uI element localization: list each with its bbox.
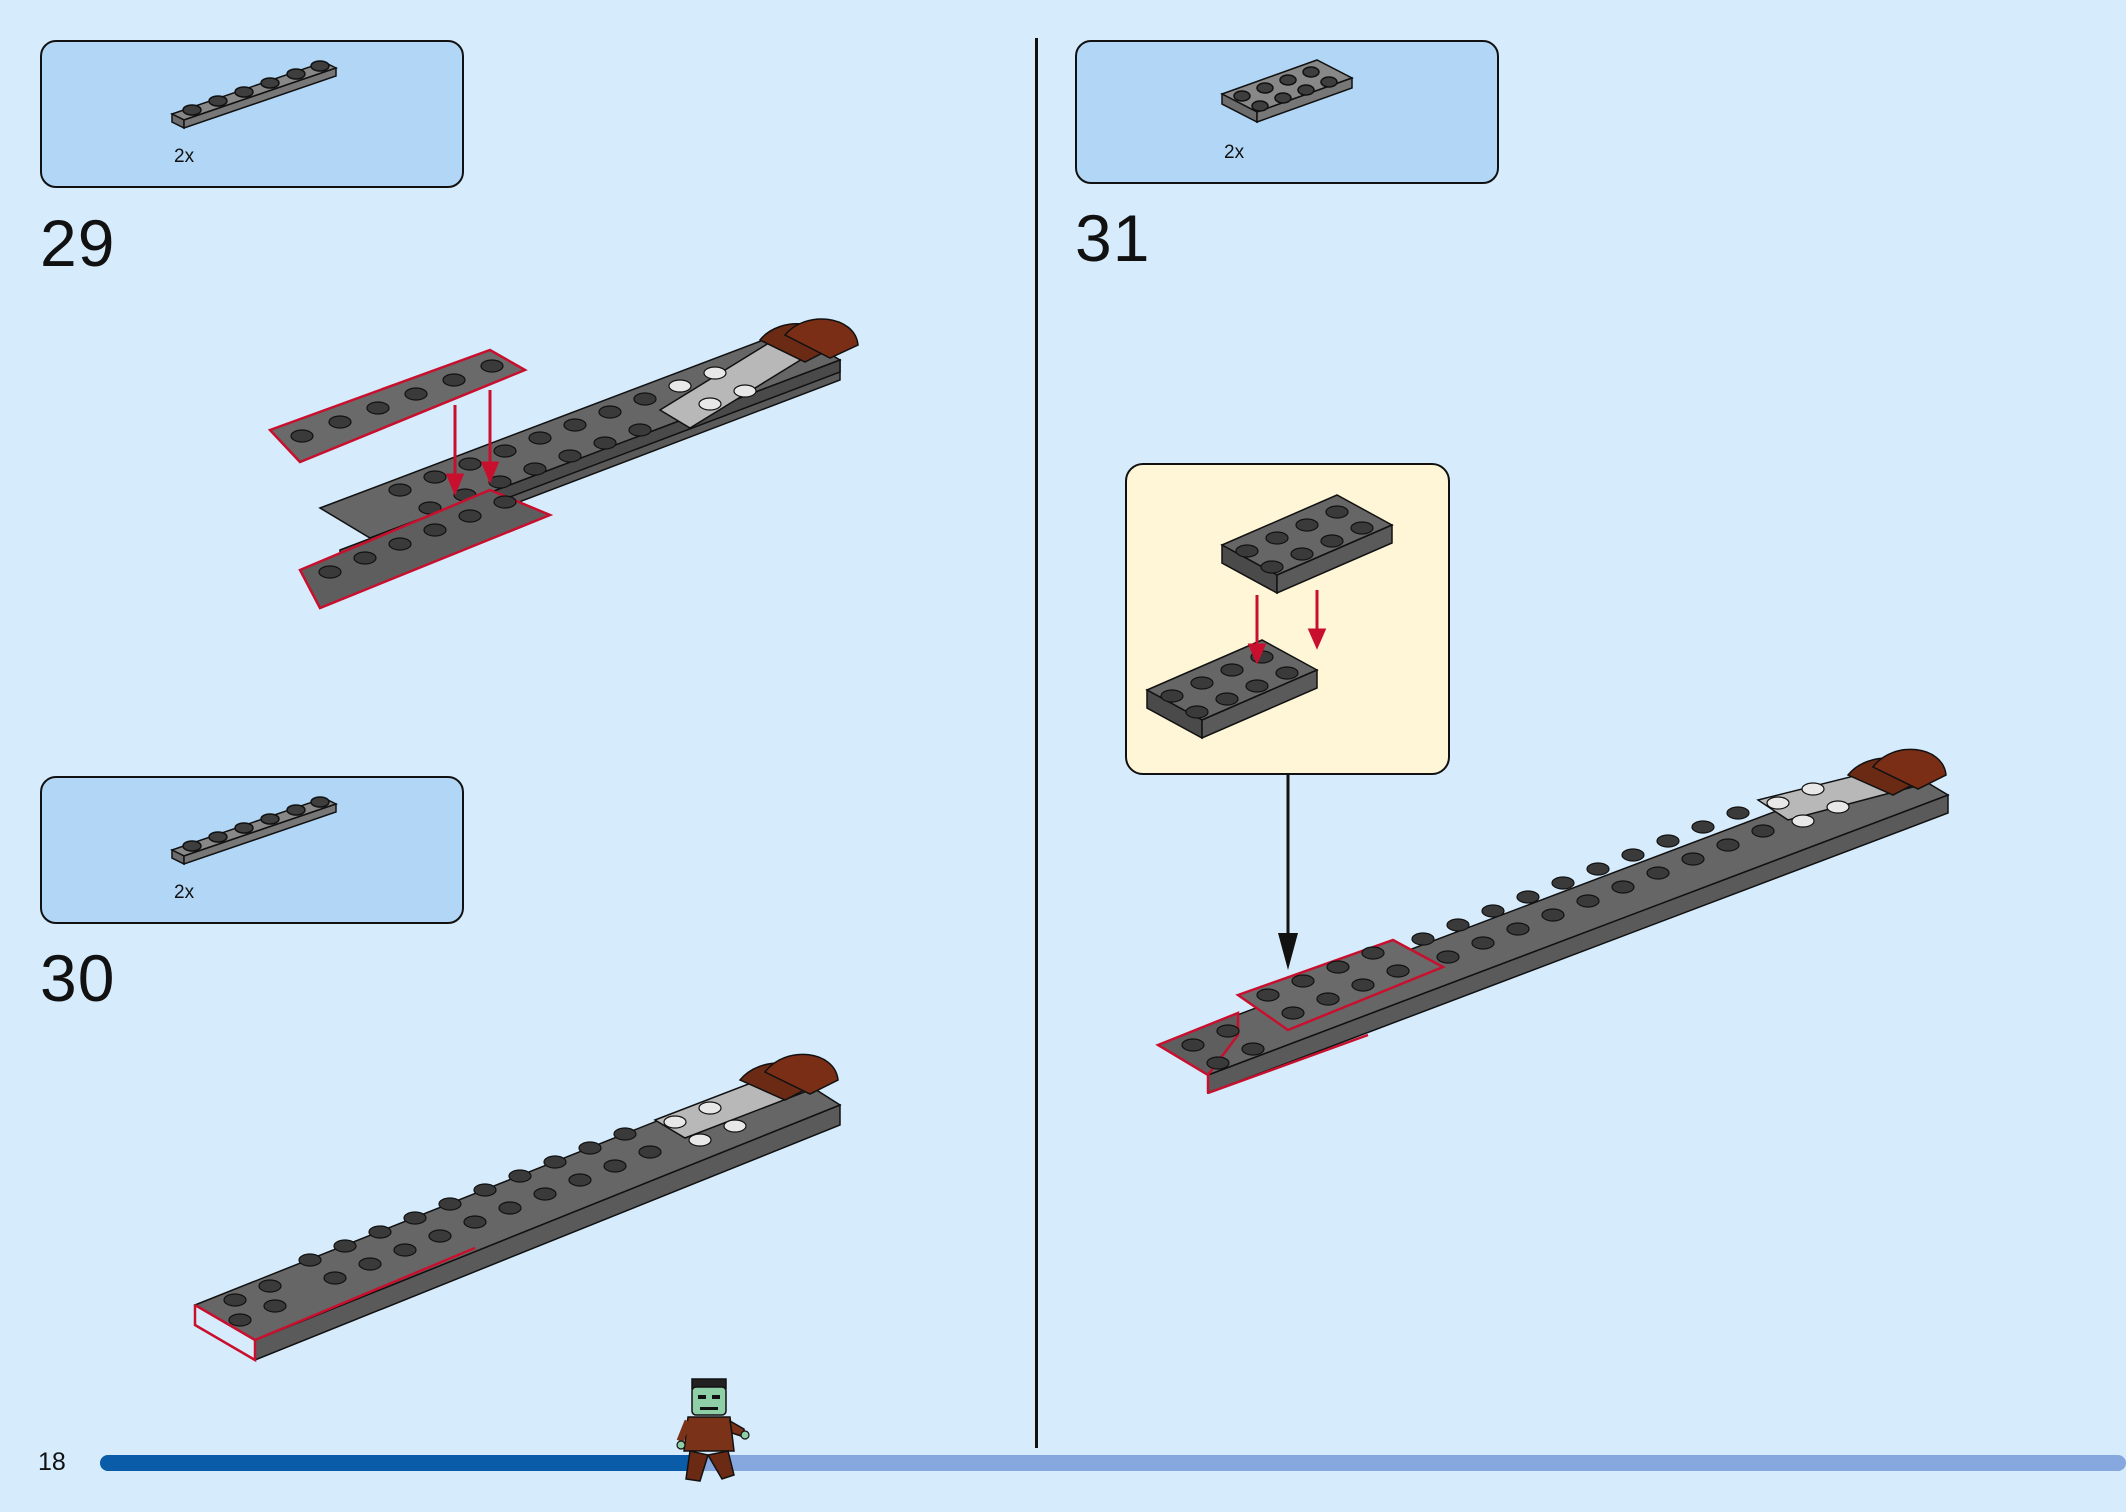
gray-1x6-plate-icon [170,796,338,866]
step-number-30: 30 [40,941,116,1015]
placement-arrows [1247,590,1327,665]
step-number-31: 31 [1075,201,1151,275]
minifigure-progress-marker-icon [676,1378,750,1482]
parts-list-box-step-31: 2x [1075,40,1499,184]
page-divider [1035,38,1038,1448]
sub-assembly-callout [1125,463,1450,775]
step-29-build-illustration [267,318,859,610]
step-30-build-illustration [193,1053,842,1363]
plate-1x6 [170,60,338,130]
callout-arrow [1278,775,1298,970]
new-plate-lower [298,488,554,610]
new-plates-highlight [193,1246,476,1363]
parts-list-box-step-30: 2x [40,776,464,924]
page-number: 18 [38,1448,66,1476]
gray-2x4-plate-icon [1220,59,1354,124]
part-quantity: 2x [1224,142,1245,163]
gray-1x6-plate-icon [170,60,338,130]
part-quantity: 2x [174,146,195,167]
step-number-29: 29 [40,206,116,280]
placement-arrows [445,390,500,496]
part-quantity: 2x [174,882,195,903]
parts-list-box-step-29: 2x [40,40,464,188]
progress-bar-fill [100,1455,698,1471]
step-31-build-illustration [1155,748,1950,1095]
sub-assembly-illustration [1145,494,1394,740]
